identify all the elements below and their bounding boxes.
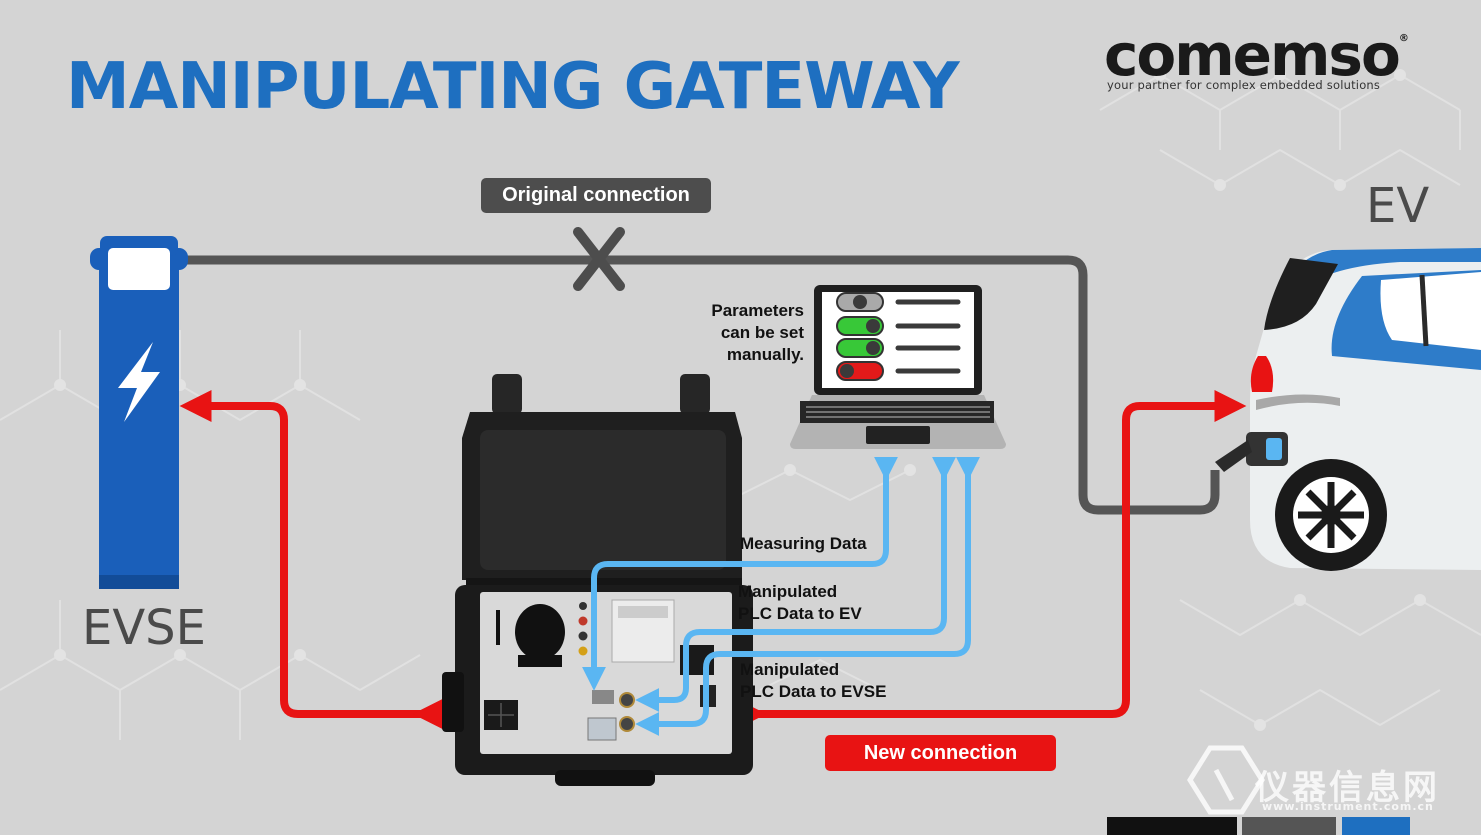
suitcase-gateway-device — [442, 374, 753, 786]
watermark-url: www.instrument.com.cn — [1262, 800, 1434, 813]
evse-station — [90, 236, 188, 589]
lightning-bolt-icon — [118, 342, 160, 422]
page-title: MANIPULATING GATEWAY — [66, 50, 960, 124]
electric-car-icon — [1215, 248, 1481, 571]
laptop-icon — [790, 285, 1006, 449]
parameters-line-1: Parameters — [711, 301, 804, 320]
x-cross-icon — [573, 227, 625, 291]
original-connection-label: Original connection — [481, 178, 711, 213]
red-arrow-to-evse — [179, 390, 445, 730]
watermark-text: 仪器信息网 — [1255, 768, 1440, 808]
toggle-knob — [866, 341, 880, 355]
company-logo: comemso® — [1104, 26, 1409, 84]
plc-to-ev-line-1: Manipulated — [738, 582, 838, 601]
toggle-knob — [866, 319, 880, 333]
plc-to-evse-label: Manipulated PLC Data to EVSE — [740, 659, 886, 703]
plc-to-evse-line-2: PLC Data to EVSE — [740, 682, 887, 701]
watermark-logo — [1187, 745, 1265, 815]
laptop-setting-lines — [895, 299, 961, 374]
toggle-knob — [853, 295, 867, 309]
laptop-toggles — [836, 292, 884, 381]
plc-to-evse-line-1: Manipulated — [740, 660, 840, 679]
red-arrow-to-ev — [734, 390, 1247, 730]
footer-bar-grey — [1242, 817, 1336, 835]
ev-label: EV — [1366, 178, 1430, 234]
new-connection-label: New connection — [825, 735, 1056, 771]
parameters-line-2: can be set — [720, 323, 804, 342]
blue-arrow-plc-to-evse — [635, 456, 980, 736]
footer-bar-blue — [1342, 817, 1410, 835]
evse-label: EVSE — [82, 600, 206, 656]
parameters-line-3: manually. — [726, 345, 804, 364]
parameters-label: Parameters can be set manually. — [690, 300, 804, 366]
toggle-knob — [840, 364, 854, 378]
plc-to-ev-line-2: PLC Data to EV — [738, 604, 862, 623]
logo-text: comemso — [1104, 21, 1401, 89]
registered-mark: ® — [1398, 33, 1409, 44]
plc-to-ev-label: Manipulated PLC Data to EV — [738, 581, 862, 625]
measuring-data-label: Measuring Data — [740, 534, 867, 553]
footer-bar-black — [1107, 817, 1237, 835]
logo-tagline: your partner for complex embedded soluti… — [1107, 78, 1381, 92]
